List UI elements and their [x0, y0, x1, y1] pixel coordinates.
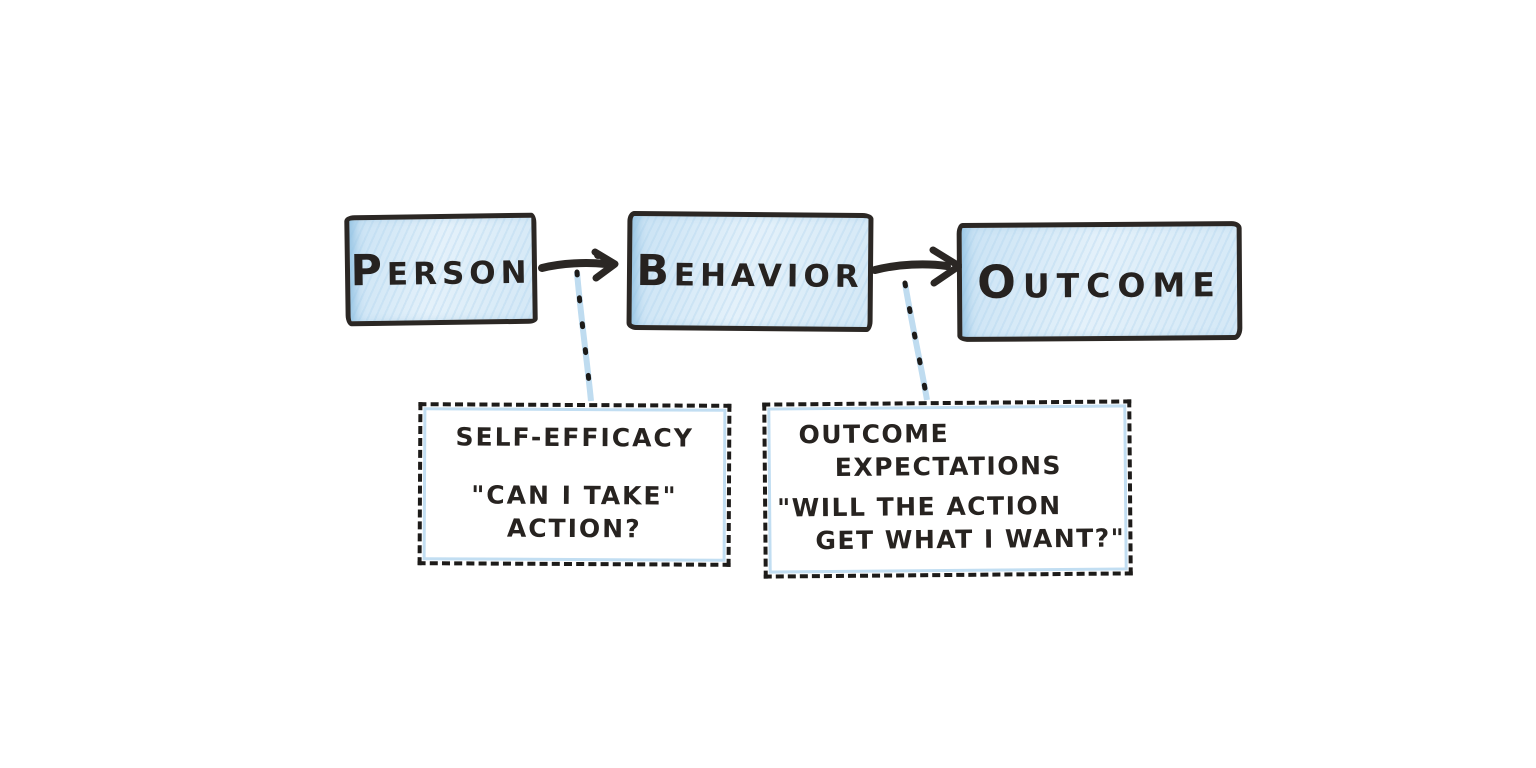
arrow-behavior-to-outcome — [871, 246, 963, 287]
arrow-person-to-behavior — [538, 248, 619, 282]
node-behavior-label: BEHAVIOR — [636, 245, 864, 296]
quote-line: ACTION? — [506, 513, 642, 544]
note-self-efficacy-title: SELF-EFFICACY — [455, 422, 695, 453]
note-outcome-expectations-title-line: EXPECTATIONS — [834, 451, 1063, 482]
quote-line: "WILL THE ACTION — [777, 491, 1062, 523]
node-outcome-label: OUTCOME — [976, 255, 1223, 309]
node-outcome: OUTCOME — [956, 221, 1243, 342]
note-outcome-expectations: OUTCOME EXPECTATIONS "WILL THE ACTION GE… — [762, 399, 1133, 579]
node-behavior: BEHAVIOR — [626, 210, 874, 333]
connector-outcome-expectations — [902, 280, 930, 403]
node-person: PERSON — [344, 212, 538, 327]
note-self-efficacy-quote: "CAN I TAKE" ACTION? — [422, 478, 727, 546]
connector-self-efficacy — [574, 269, 594, 404]
note-self-efficacy: SELF-EFFICACY "CAN I TAKE" ACTION? — [417, 402, 732, 567]
note-outcome-expectations-title-line: OUTCOME — [798, 418, 950, 450]
arrowhead-curl — [594, 251, 602, 259]
quote-line: "CAN I TAKE" — [471, 480, 678, 511]
quote-line: GET WHAT I WANT?" — [815, 523, 1126, 556]
node-person-label: PERSON — [350, 245, 532, 296]
